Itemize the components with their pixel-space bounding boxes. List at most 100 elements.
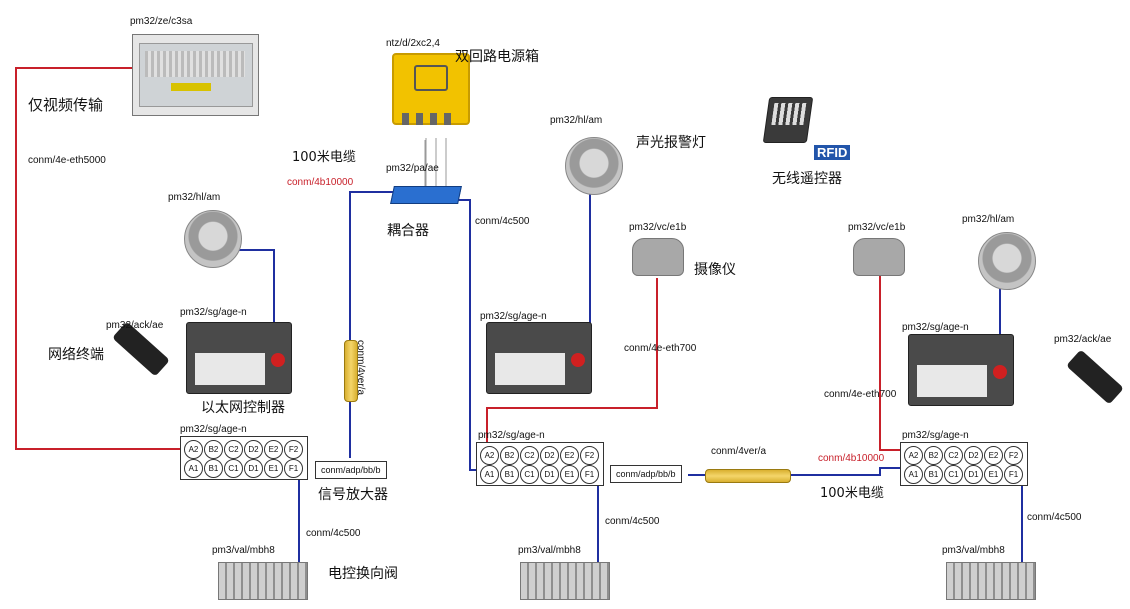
hl-am-center: pm32/hl/am xyxy=(550,115,603,126)
pin-b2: B2 xyxy=(924,446,943,465)
blue-wire-coupler-left xyxy=(349,191,395,340)
power-box-code: ntz/d/2xc2,4 xyxy=(386,38,440,49)
rfid-logo: RFID xyxy=(814,145,851,160)
pin-e1: E1 xyxy=(264,459,283,478)
pin-d2: D2 xyxy=(964,446,983,465)
pin-a1: A1 xyxy=(184,459,203,478)
pin-e2: E2 xyxy=(264,440,283,459)
power-box-label: 双回路电源箱 xyxy=(455,49,539,65)
signal-amp-cable-vertical xyxy=(344,340,358,402)
eth-controller-center xyxy=(486,322,592,394)
pin-c2: C2 xyxy=(520,446,539,465)
top-left-code: pm32/ze/c3sa xyxy=(130,16,193,27)
camera-label: 摄像仪 xyxy=(694,262,736,278)
coupler-code: pm32/pa/ae xyxy=(386,163,439,174)
hl-am-left: pm32/hl/am xyxy=(168,192,221,203)
pin-f1: F1 xyxy=(284,459,303,478)
signal-amp-label: 信号放大器 xyxy=(318,487,388,503)
sg-center-bottom: pm32/sg/age-n xyxy=(478,430,545,441)
camera-center xyxy=(632,238,684,276)
coupler-label: 耦合器 xyxy=(387,223,429,239)
pin-e2: E2 xyxy=(984,446,1003,465)
sg-center-top: pm32/sg/age-n xyxy=(480,311,547,322)
pin-d2: D2 xyxy=(244,440,263,459)
adp-center: conm/adp/bb/b xyxy=(610,465,682,483)
sg-left-bottom: pm32/sg/age-n xyxy=(180,424,247,435)
valve-left-code: pm3/val/mbh8 xyxy=(212,545,275,556)
video-only-label: 仅视频传输 xyxy=(28,96,104,114)
pin-b1: B1 xyxy=(204,459,223,478)
conm-4c500-center: conm/4c500 xyxy=(605,516,660,527)
pin-a1: A1 xyxy=(904,465,923,484)
wireless-remote-device xyxy=(762,97,814,143)
valve-center-code: pm3/val/mbh8 xyxy=(518,545,581,556)
connector-block-right: A2 B2 C2 D2 E2 F2 A1 B1 C1 D1 E1 F1 xyxy=(900,442,1028,486)
pin-b2: B2 xyxy=(204,440,223,459)
solenoid-valve-center xyxy=(520,562,610,600)
blue-wire-to-right-conn xyxy=(790,467,902,476)
conm-4c500-right: conm/4c500 xyxy=(1027,512,1082,523)
pin-b1: B1 xyxy=(924,465,943,484)
pin-b1: B1 xyxy=(500,465,519,484)
pin-d2: D2 xyxy=(540,446,559,465)
hl-am-right: pm32/hl/am xyxy=(962,214,1015,225)
solenoid-valve-right xyxy=(946,562,1036,600)
alarm-light-left xyxy=(184,210,242,268)
pin-f2: F2 xyxy=(580,446,599,465)
red-wire-center-camera xyxy=(486,278,658,445)
solenoid-valve-left xyxy=(218,562,308,600)
pin-c2: C2 xyxy=(224,440,243,459)
pin-c2: C2 xyxy=(944,446,963,465)
sg-right-bottom: pm32/sg/age-n xyxy=(902,430,969,441)
eth-controller-label: 以太网控制器 xyxy=(201,400,285,416)
pin-c1: C1 xyxy=(224,459,243,478)
pin-f2: F2 xyxy=(1004,446,1023,465)
eth700-right: conm/4e-eth700 xyxy=(824,389,897,400)
alarm-light-right xyxy=(978,232,1036,290)
sg-right-top: pm32/sg/age-n xyxy=(902,322,969,333)
pin-d1: D1 xyxy=(244,459,263,478)
eth700-center: conm/4e-eth700 xyxy=(624,343,697,354)
pin-f2: F2 xyxy=(284,440,303,459)
pin-e2: E2 xyxy=(560,446,579,465)
pin-c1: C1 xyxy=(944,465,963,484)
coupler-device xyxy=(390,186,462,204)
ack-right: pm32/ack/ae xyxy=(1054,334,1112,345)
connector-block-center: A2 B2 C2 D2 E2 F2 A1 B1 C1 D1 E1 F1 xyxy=(476,442,604,486)
pin-f1: F1 xyxy=(1004,465,1023,484)
eth-controller-left xyxy=(186,322,292,394)
pin-a2: A2 xyxy=(184,440,203,459)
adp-left: conm/adp/bb/b xyxy=(315,461,387,479)
alarm-light-label: 声光报警灯 xyxy=(636,135,706,151)
conm-4c500-top: conm/4c500 xyxy=(475,216,530,227)
conm-4b10000-a: conm/4b10000 xyxy=(287,177,354,188)
pin-e1: E1 xyxy=(560,465,579,484)
solenoid-valve-label: 电控换向阀 xyxy=(328,566,398,582)
pin-f1: F1 xyxy=(580,465,599,484)
vc-right: pm32/vc/e1b xyxy=(848,222,906,233)
pin-c1: C1 xyxy=(520,465,539,484)
wireless-remote-label: 无线遥控器 xyxy=(772,171,842,187)
signal-amp-cable-horizontal xyxy=(705,469,791,483)
pin-a2: A2 xyxy=(480,446,499,465)
pin-a1: A1 xyxy=(480,465,499,484)
vc-center: pm32/vc/e1b xyxy=(629,222,687,233)
eth5000-label: conm/4e-eth5000 xyxy=(28,155,106,166)
pin-d1: D1 xyxy=(540,465,559,484)
eth-controller-right xyxy=(908,334,1014,406)
conm-4ver-horizontal: conm/4ver/a xyxy=(711,446,767,457)
conm-4b10000-b: conm/4b10000 xyxy=(818,453,885,464)
blue-wire-coupler-center xyxy=(455,199,480,471)
conm-4c500-left: conm/4c500 xyxy=(306,528,361,539)
network-terminal-label: 网络终端 xyxy=(48,347,104,363)
pin-d1: D1 xyxy=(964,465,983,484)
pin-e1: E1 xyxy=(984,465,1003,484)
red-wire-right-camera xyxy=(879,275,902,451)
sg-left-top: pm32/sg/age-n xyxy=(180,307,247,318)
connector-block-left: A2 B2 C2 D2 E2 F2 A1 B1 C1 D1 E1 F1 xyxy=(180,436,308,480)
red-wire-video xyxy=(15,67,184,450)
video-transmission-unit xyxy=(132,34,259,116)
pin-b2: B2 xyxy=(500,446,519,465)
ack-left: pm32/ack/ae xyxy=(106,320,164,331)
